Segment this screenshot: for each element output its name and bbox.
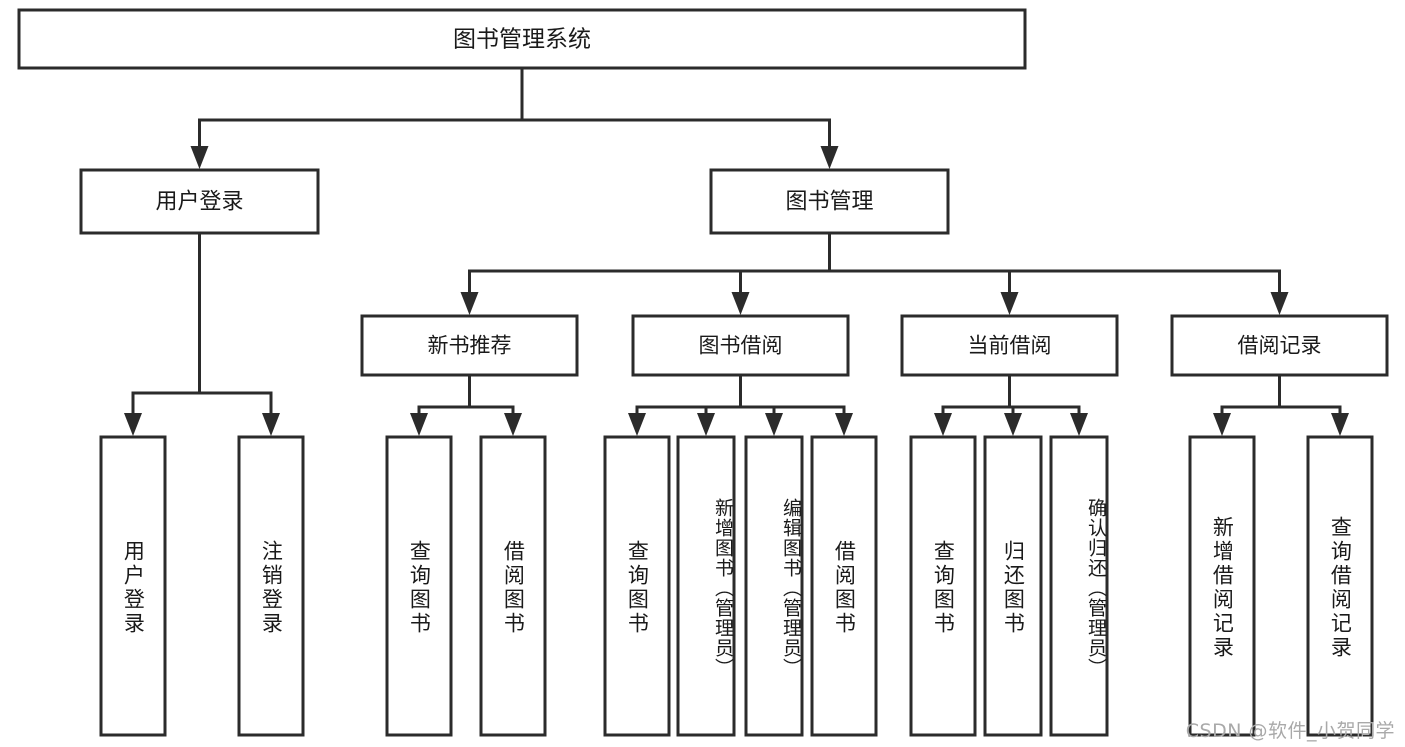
node-box[interactable] — [603, 435, 671, 737]
arrow-head-icon — [835, 413, 853, 436]
node-box[interactable] — [676, 435, 736, 737]
node-label: 图书管理系统 — [453, 27, 591, 53]
node-l1a[interactable]: 用户登录 — [79, 168, 320, 235]
node-f4[interactable] — [479, 435, 547, 737]
arrow-head-icon — [1004, 413, 1022, 436]
node-f10[interactable] — [983, 435, 1043, 737]
node-f12[interactable] — [1188, 435, 1256, 737]
node-f6[interactable] — [676, 435, 736, 737]
node-box[interactable] — [17, 8, 1027, 70]
node-label: 当前借阅 — [968, 334, 1052, 358]
node-box[interactable] — [1049, 435, 1109, 737]
node-f8[interactable] — [810, 435, 878, 737]
node-box[interactable] — [99, 435, 167, 737]
node-f1[interactable] — [99, 435, 167, 737]
node-box[interactable] — [479, 435, 547, 737]
arrow-head-icon — [460, 292, 479, 315]
arrow-head-icon — [820, 146, 839, 169]
arrow-head-icon — [1070, 413, 1088, 436]
arrow-head-icon — [765, 413, 783, 436]
node-f2[interactable] — [237, 435, 305, 737]
node-l2b[interactable]: 图书借阅 — [631, 314, 850, 377]
arrow-head-icon — [124, 413, 142, 436]
node-label: 图书借阅 — [699, 334, 783, 358]
node-box[interactable] — [744, 435, 804, 737]
node-f5[interactable] — [603, 435, 671, 737]
node-label: 用户登录 — [155, 190, 243, 215]
node-f7[interactable] — [744, 435, 804, 737]
node-l2c[interactable]: 当前借阅 — [900, 314, 1119, 377]
arrow-head-icon — [1000, 292, 1019, 315]
node-box[interactable] — [79, 168, 320, 235]
node-root[interactable]: 图书管理系统 — [17, 8, 1027, 70]
arrow-head-icon — [1270, 292, 1289, 315]
arrow-head-icon — [262, 413, 280, 436]
node-box[interactable] — [1306, 435, 1374, 737]
node-f13[interactable] — [1306, 435, 1374, 737]
edges-layer — [124, 66, 1349, 436]
node-f3[interactable] — [385, 435, 453, 737]
node-box[interactable] — [1188, 435, 1256, 737]
node-f9[interactable] — [909, 435, 977, 737]
arrow-head-icon — [1213, 413, 1231, 436]
node-box[interactable] — [909, 435, 977, 737]
node-box[interactable] — [360, 314, 579, 377]
arrow-head-icon — [504, 413, 522, 436]
node-l1b[interactable]: 图书管理 — [709, 168, 950, 235]
watermark: CSDN @软件_小贺同学 — [1185, 720, 1395, 742]
node-l2d[interactable]: 借阅记录 — [1170, 314, 1389, 377]
arrow-head-icon — [410, 413, 428, 436]
node-box[interactable] — [709, 168, 950, 235]
node-label: 借阅记录 — [1238, 334, 1322, 358]
node-l2a[interactable]: 新书推荐 — [360, 314, 579, 377]
arrow-head-icon — [628, 413, 646, 436]
node-box[interactable] — [237, 435, 305, 737]
node-box[interactable] — [631, 314, 850, 377]
node-box[interactable] — [983, 435, 1043, 737]
node-box[interactable] — [810, 435, 878, 737]
node-box[interactable] — [385, 435, 453, 737]
arrow-head-icon — [697, 413, 715, 436]
node-label: 新书推荐 — [428, 334, 512, 358]
arrow-head-icon — [1331, 413, 1349, 436]
node-f11[interactable] — [1049, 435, 1109, 737]
arrow-head-icon — [934, 413, 952, 436]
node-label: 图书管理 — [785, 190, 873, 215]
arrow-head-icon — [190, 146, 209, 169]
node-box[interactable] — [1170, 314, 1389, 377]
arrow-head-icon — [731, 292, 750, 315]
node-box[interactable] — [900, 314, 1119, 377]
